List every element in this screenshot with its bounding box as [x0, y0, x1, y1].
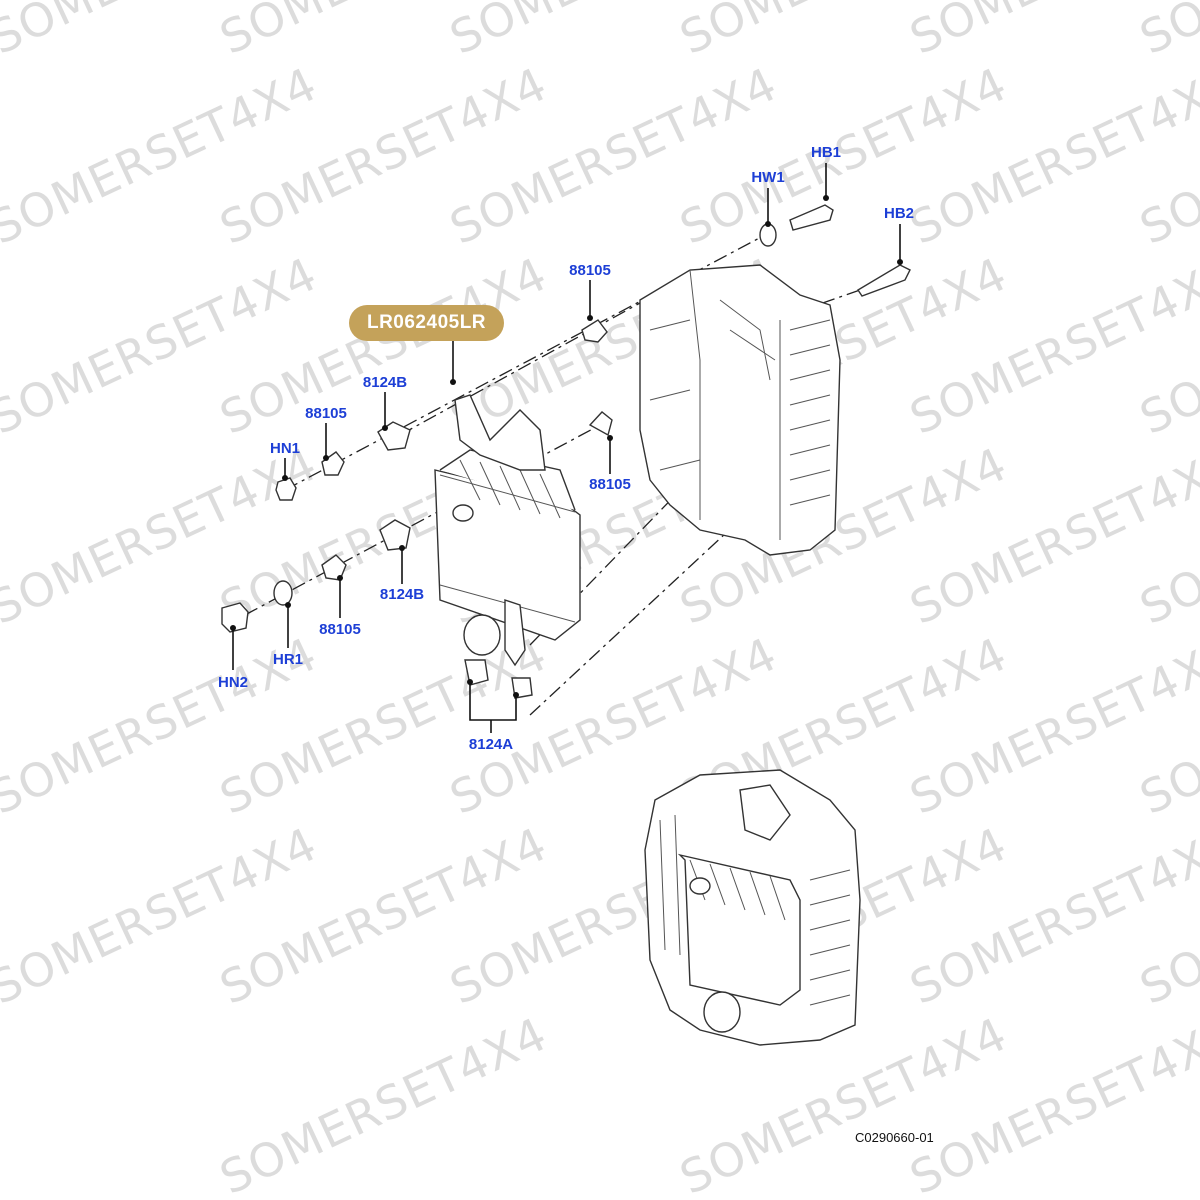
watermark-text: SOMERSET4X4 [1132, 0, 1200, 65]
part-number-badge: LR062405LR [349, 305, 504, 341]
watermark-text: SOMERSET4X4 [212, 1007, 555, 1200]
washer-hr1 [273, 580, 293, 606]
callout-hw1: HW1 [751, 169, 784, 186]
callout-8124b-upper: 8124B [363, 374, 407, 391]
grommet-88105-top [581, 319, 608, 343]
grommet-88105-left [321, 451, 345, 476]
leader-lines [230, 163, 903, 733]
callout-8124b-lower: 8124B [380, 586, 424, 603]
callout-88105-lower: 88105 [319, 621, 361, 638]
callout-88105-right: 88105 [589, 476, 631, 493]
callout-8124a: 8124A [469, 736, 513, 753]
nut-hn1 [275, 477, 297, 501]
callout-hb2: HB2 [884, 205, 914, 222]
callout-88105-top: 88105 [569, 262, 611, 279]
callout-hb1: HB1 [811, 144, 841, 161]
installed-assembly-view [644, 769, 861, 1046]
bolt-hb2 [857, 264, 911, 297]
grommet-88105-right [588, 411, 613, 437]
grommet-88105-lower [321, 554, 347, 581]
bolt-hb1 [789, 204, 834, 231]
radiator-support-frame [639, 264, 841, 556]
bracket-8124b-lower [379, 519, 411, 551]
washer-hw1 [759, 223, 777, 247]
callout-hn2: HN2 [218, 674, 248, 691]
callout-labels: HB1 HW1 HB2 88105 8124B 88105 HN1 88105 … [218, 144, 914, 753]
callout-hn1: HN1 [270, 440, 300, 457]
nut-hn2 [221, 602, 249, 633]
fasteners [221, 204, 911, 633]
callout-hr1: HR1 [273, 651, 303, 668]
figure-reference-code: C0290660-01 [855, 1130, 934, 1145]
callout-88105-left: 88105 [305, 405, 347, 422]
intercooler [434, 394, 581, 699]
